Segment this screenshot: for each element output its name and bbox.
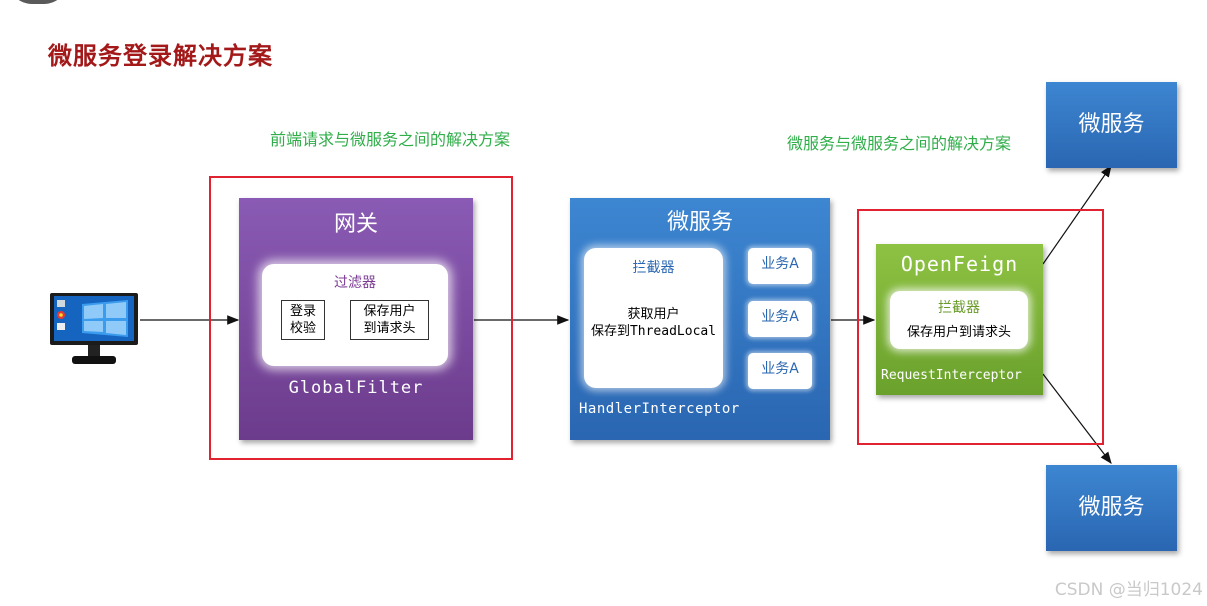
page-title: 微服务登录解决方案 bbox=[48, 42, 273, 70]
downstream-service-bottom: 微服务 bbox=[1046, 465, 1177, 551]
business-a-box: 业务A bbox=[748, 248, 812, 284]
microservice-title: 微服务 bbox=[666, 210, 733, 235]
global-filter-label: GlobalFilter bbox=[288, 378, 424, 398]
login-check-box: 登录 校验 bbox=[281, 300, 325, 340]
microservice-block: 微服务 拦截器 获取用户 保存到ThreadLocal 业务A 业务A 业务A … bbox=[570, 198, 830, 440]
frontend-solution-note: 前端请求与微服务之间的解决方案 bbox=[270, 130, 511, 149]
downstream-service-top: 微服务 bbox=[1046, 82, 1177, 168]
interceptor-description: 获取用户 保存到ThreadLocal bbox=[590, 307, 717, 339]
feign-interceptor-description: 保存用户到请求头 bbox=[906, 325, 1011, 340]
openfeign-highlight-box bbox=[857, 209, 1104, 445]
handler-interceptor-label: HandlerInterceptor bbox=[579, 401, 740, 417]
watermark: CSDN @当归1024 bbox=[1054, 580, 1203, 600]
arrow-openfeign-to-bottom-service bbox=[1042, 373, 1112, 464]
handler-interceptor-panel: 拦截器 获取用户 保存到ThreadLocal bbox=[584, 248, 723, 388]
gateway-title: 网关 bbox=[333, 212, 378, 237]
filter-title: 过滤器 bbox=[334, 275, 376, 291]
service-solution-note: 微服务与微服务之间的解决方案 bbox=[787, 134, 1012, 153]
save-user-to-header-box: 保存用户 到请求头 bbox=[350, 300, 429, 340]
openfeign-block: OpenFeign 拦截器 保存用户到请求头 RequestIntercepto… bbox=[876, 244, 1043, 395]
business-a-box: 业务A bbox=[748, 301, 812, 337]
corner-logo bbox=[8, 0, 68, 4]
gateway-block: 网关 过滤器 登录 校验 保存用户 到请求头 GlobalFilter bbox=[239, 198, 473, 440]
business-a-box: 业务A bbox=[748, 353, 812, 389]
request-interceptor-label: RequestInterceptor bbox=[881, 368, 1022, 383]
feign-interceptor-panel: 拦截器 保存用户到请求头 bbox=[890, 291, 1028, 349]
filter-panel: 过滤器 登录 校验 保存用户 到请求头 bbox=[262, 264, 448, 366]
interceptor-title: 拦截器 bbox=[632, 260, 675, 276]
monitor-icon bbox=[50, 293, 138, 364]
arrow-openfeign-to-top-service bbox=[1042, 165, 1112, 265]
feign-interceptor-title: 拦截器 bbox=[938, 300, 980, 316]
openfeign-title: OpenFeign bbox=[900, 252, 1019, 276]
gateway-highlight-box bbox=[209, 176, 513, 460]
